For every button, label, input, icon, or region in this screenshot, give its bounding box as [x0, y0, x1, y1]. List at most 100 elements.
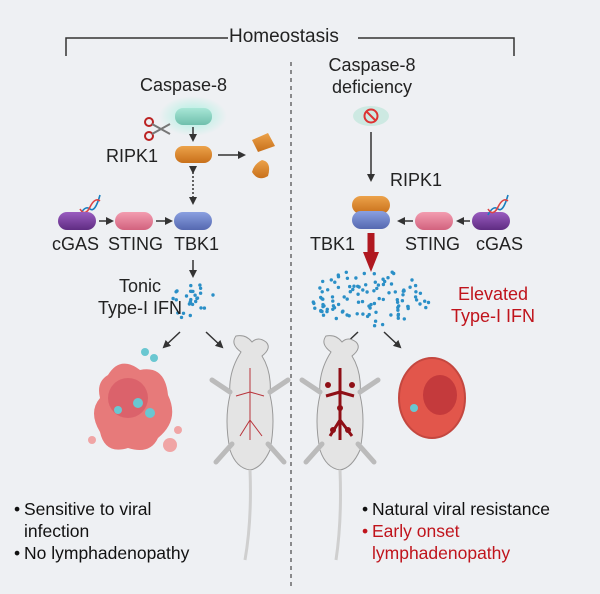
ifn-dot	[190, 302, 195, 307]
ifn-dot	[193, 293, 197, 297]
ifn-dot	[364, 283, 368, 287]
ifn-dot	[426, 300, 431, 305]
cgas-protein-right	[472, 212, 510, 230]
ifn-dot	[342, 295, 346, 299]
ifn-dot	[345, 276, 350, 280]
ifn-dot	[321, 304, 325, 309]
ripk1-label-right: RIPK1	[390, 170, 443, 190]
caspase-8-deficiency-label: Caspase-8 deficiency	[312, 55, 432, 98]
ifn-dot	[414, 290, 418, 294]
ifn-dot	[331, 307, 335, 311]
outcome-text: No lymphadenopathy	[24, 543, 190, 563]
ifn-dot	[181, 311, 186, 315]
ifn-dot	[365, 290, 369, 294]
ifn-dot	[402, 288, 406, 292]
ifn-dot	[396, 308, 400, 312]
ifn-dot	[375, 286, 379, 291]
outcome-item: •Natural viral resistance	[362, 499, 550, 519]
dying-cell-icon	[88, 348, 182, 452]
ifn-dot	[381, 297, 385, 302]
caspase-8-label: Caspase-8	[140, 75, 228, 95]
ifn-dot	[395, 300, 400, 304]
ifn-dot	[321, 313, 326, 317]
outcome-text: Natural viral resistance	[372, 499, 550, 519]
right-outcomes: •Natural viral resistance •Early onset l…	[362, 498, 550, 564]
ifn-dot	[354, 276, 358, 280]
left-outcomes: •Sensitive to viral infection •No lympha…	[14, 498, 189, 564]
type-i-ifn-label-right: Type-I IFN	[450, 305, 535, 326]
ifn-dot	[401, 293, 405, 297]
ripk1-protein-right	[352, 196, 390, 214]
ifn-dot	[389, 282, 394, 286]
mouse-icon-right	[299, 335, 381, 561]
ifn-dot	[195, 296, 200, 300]
ifn-dot	[418, 302, 422, 306]
ifn-dot	[202, 306, 207, 310]
ifn-dot	[320, 297, 324, 301]
ifn-dot	[352, 284, 356, 288]
ifn-dot	[418, 291, 423, 295]
ifn-dot	[199, 306, 203, 310]
ifn-dot	[413, 295, 418, 299]
ifn-dot	[198, 286, 203, 290]
ifn-dot	[356, 284, 360, 288]
ifn-dot	[381, 277, 385, 281]
ifn-dot	[211, 293, 215, 297]
ifn-dot	[362, 271, 366, 276]
outcome-item: •Sensitive to viral	[14, 499, 152, 519]
ifn-dot	[189, 283, 193, 288]
ifn-dot	[176, 311, 180, 315]
ifn-dot	[372, 272, 376, 276]
ifn-dot	[396, 305, 400, 310]
ifn-dot	[179, 315, 184, 320]
ifn-dot	[334, 316, 338, 321]
ifn-dot	[402, 317, 406, 321]
ifn-dot	[190, 289, 194, 294]
sting-protein-right	[415, 212, 453, 230]
outcome-text: infection	[24, 521, 90, 541]
sting-label-right: STING	[405, 234, 461, 254]
dna-icon	[487, 194, 509, 216]
outcome-text: lymphadenopathy	[372, 543, 511, 563]
ripk1-label-left: RIPK1	[106, 146, 159, 166]
ifn-dot	[396, 316, 400, 320]
tonic-label: Tonic	[118, 276, 162, 296]
ifn-dot	[387, 291, 391, 295]
ifn-dot	[376, 283, 381, 287]
ifn-dot	[336, 302, 341, 307]
ifn-dot	[361, 312, 365, 316]
ifn-dot	[389, 313, 393, 317]
ifn-dot	[320, 290, 324, 294]
ifn-dot	[333, 280, 337, 284]
ifn-dot	[171, 296, 175, 301]
ifn-dot	[311, 300, 315, 304]
ifn-dot	[408, 285, 412, 289]
elevated-ifn-dots	[311, 270, 431, 328]
ifn-dot	[372, 289, 376, 293]
ifn-dot	[330, 295, 335, 299]
ifn-dot	[413, 283, 418, 288]
ifn-dot	[386, 276, 390, 280]
scissors-icon	[144, 117, 171, 141]
ifn-dot	[424, 305, 428, 310]
ifn-dot	[325, 309, 329, 314]
ifn-dot	[361, 288, 365, 292]
ifn-dot	[313, 306, 317, 310]
caspase-8-protein	[175, 108, 212, 125]
ifn-dot	[377, 296, 381, 301]
ifn-dot	[373, 280, 377, 284]
deficiency-label: deficiency	[331, 76, 413, 97]
ifn-dot	[356, 292, 360, 296]
ifn-dot	[356, 300, 361, 304]
healthy-cell-icon	[398, 357, 466, 439]
ifn-dot	[406, 304, 410, 309]
ifn-dot	[390, 270, 394, 274]
homeostasis-bracket	[65, 37, 515, 56]
ifn-dot	[194, 299, 198, 304]
type-i-ifn-label-left: Type-I IFN	[98, 297, 183, 318]
outcome-text: Early onset	[372, 521, 460, 541]
outcome-text: Sensitive to viral	[24, 499, 152, 519]
tbk1-protein-left	[174, 212, 212, 230]
